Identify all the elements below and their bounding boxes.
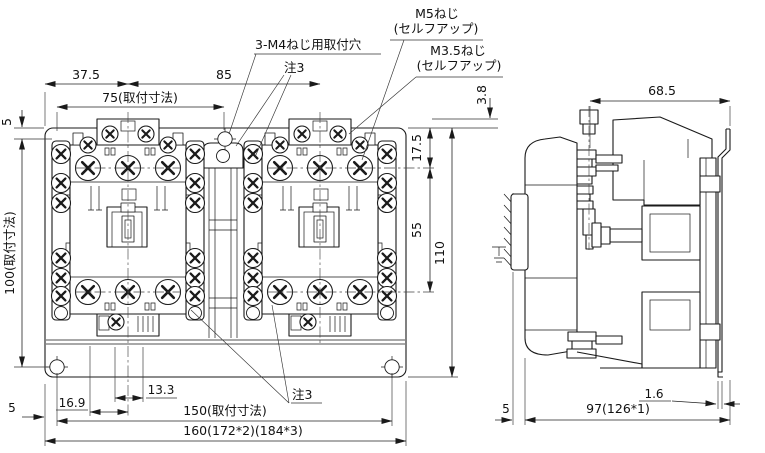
dim-label-55: 55 (409, 222, 424, 238)
dim-17-5: 17.5 (408, 127, 458, 169)
dim-100: 100(取付寸法) (2, 138, 25, 368)
m5-label: M5ねじ (415, 6, 459, 21)
dim-3-8: 3.8 (432, 85, 498, 129)
dim-label-85: 85 (216, 67, 232, 82)
note3-bottom-label: 注3 (292, 387, 312, 402)
dim-5-side: 5 (495, 272, 526, 425)
dim-label-16-9: 16.9 (59, 396, 86, 410)
dim-160: 160(172*2)(184*3) (44, 423, 407, 444)
side-contactor-profile (510, 106, 721, 369)
annotations: 3-M4ねじ用取付穴 注3 M5ねじ (セルフアップ) M3.5ねじ (セルフア… (190, 6, 503, 404)
dim-label-75: 75(取付寸法) (102, 90, 178, 105)
mount-holes-label: 3-M4ねじ用取付穴 (255, 37, 362, 52)
side-dimensions: 68.5 5 97(126*1) 1.6 (495, 83, 740, 425)
dim-label-160: 160(172*2)(184*3) (183, 423, 303, 438)
dim-label-5-side: 5 (502, 402, 510, 416)
m5-sub-label: (セルフアップ) (394, 21, 479, 36)
dim-85: 85 (127, 67, 321, 87)
dim-55: 55 (409, 167, 433, 293)
annotation-mount-holes: 3-M4ねじ用取付穴 (228, 37, 381, 135)
dim-110: 110 (408, 127, 458, 378)
annotation-m35: M3.5ねじ (セルフアップ) (348, 43, 503, 135)
side-view (492, 106, 731, 378)
dim-label-1-6: 1.6 (644, 387, 663, 401)
mounting-surface-symbol (492, 193, 514, 269)
dim-150: 150(取付寸法) (56, 403, 393, 424)
dim-13-3: 13.3 (114, 347, 177, 402)
annotation-note3-top: 注3 (235, 60, 304, 158)
dim-75: 75(取付寸法) (56, 90, 225, 131)
side-plate-profile (717, 128, 731, 378)
front-dimensions: 37.5 85 75(取付寸法) 5 100(取付寸法) 3.8 (0, 67, 498, 446)
dim-37-5: 37.5 (44, 67, 129, 126)
dim-label-13-3: 13.3 (148, 383, 175, 397)
dim-label-5-top: 5 (0, 118, 14, 126)
annotation-m5: M5ねじ (セルフアップ) (361, 6, 483, 161)
dim-5-bottom: 5 (8, 373, 407, 446)
dim-label-110: 110 (432, 241, 447, 265)
dim-68-5: 68.5 (589, 83, 731, 148)
dim-label-3-8: 3.8 (474, 85, 489, 105)
dim-1-6: 1.6 (639, 381, 740, 409)
dim-label-68-5: 68.5 (648, 83, 676, 98)
dim-label-17-5: 17.5 (409, 134, 424, 162)
m35-sub-label: (セルフアップ) (417, 58, 502, 73)
dim-label-150: 150(取付寸法) (183, 403, 267, 418)
ground-icon (492, 246, 506, 263)
note3-top-label: 注3 (284, 60, 304, 75)
dim-label-37-5: 37.5 (72, 67, 100, 82)
dim-label-5-bottom: 5 (8, 401, 16, 415)
front-view (44, 112, 436, 418)
m35-label: M3.5ねじ (430, 43, 486, 58)
dim-label-97: 97(126*1) (586, 401, 650, 416)
dim-16-9: 16.9 (56, 346, 129, 416)
dim-label-100: 100(取付寸法) (2, 211, 17, 295)
center-link-bracket (202, 142, 244, 338)
annotation-note3-bottom: 注3 (190, 304, 322, 404)
